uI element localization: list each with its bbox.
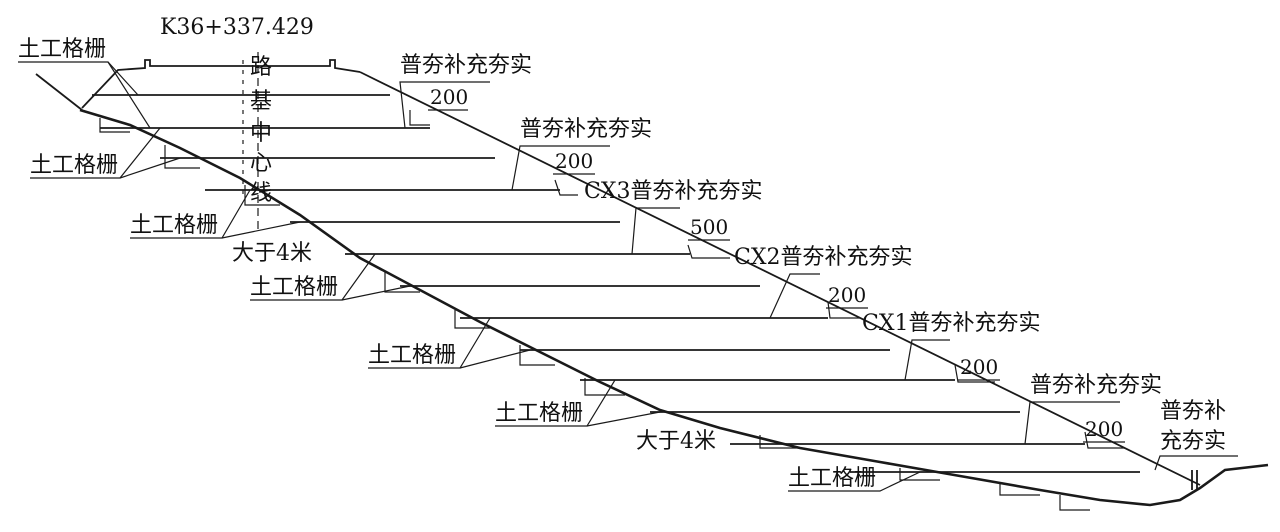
geogrid-leader bbox=[18, 61, 139, 96]
centerline-char: 中 bbox=[250, 121, 272, 146]
step-notch bbox=[519, 345, 555, 366]
greater-than-4m-label: 大于4米 bbox=[636, 429, 716, 454]
geogrid-leader bbox=[107, 61, 151, 129]
station-label: K36+337.429 bbox=[160, 15, 314, 40]
tamping-label: CX1普夯补充夯实 bbox=[862, 311, 1041, 336]
tamping-label: 普夯补充夯实 bbox=[400, 53, 532, 78]
upper-ground-extension bbox=[35, 73, 83, 111]
step-dim: 200 bbox=[960, 355, 998, 379]
step-dim: 500 bbox=[690, 215, 728, 239]
geogrid-label: 土工格栅 bbox=[18, 37, 106, 62]
tamping-label: 普夯补充夯实 bbox=[520, 117, 652, 142]
greater-than-4m-label: 大于4米 bbox=[232, 241, 312, 266]
tamping-leader bbox=[769, 273, 820, 319]
step-dim: 200 bbox=[555, 149, 593, 173]
step-notch bbox=[454, 310, 490, 329]
geogrid-leader bbox=[459, 349, 531, 369]
tamping-leader bbox=[1024, 401, 1120, 445]
step-notch bbox=[899, 468, 940, 481]
centerline-char: 线 bbox=[250, 181, 272, 206]
bench-step bbox=[954, 364, 995, 383]
geogrid-label: 土工格栅 bbox=[130, 213, 218, 238]
bench-step bbox=[409, 110, 430, 126]
step-notch bbox=[759, 435, 800, 449]
tamping-label: 普夯补充夯实 bbox=[1030, 373, 1162, 398]
geogrid-leader bbox=[221, 221, 301, 239]
geogrid-label: 土工格栅 bbox=[30, 153, 118, 178]
geogrid-callouts: 土工格栅 土工格栅 土工格栅 土工格栅 土工格栅 土工格栅 土工格栅 bbox=[18, 37, 921, 492]
embankment-side-slope bbox=[359, 71, 1201, 486]
tamping-leader bbox=[511, 145, 610, 191]
tamping-label-line: 普夯补 bbox=[1160, 399, 1226, 424]
step-notch bbox=[384, 272, 420, 293]
ground-step-notches bbox=[99, 118, 1090, 511]
geogrid-label: 土工格栅 bbox=[788, 466, 876, 491]
step-dim: 200 bbox=[1085, 417, 1123, 441]
tamping-leader bbox=[1154, 455, 1238, 471]
geogrid-label: 土工格栅 bbox=[368, 343, 456, 368]
step-dim: 200 bbox=[430, 85, 468, 109]
step-notch bbox=[1059, 495, 1090, 511]
original-ground-line bbox=[79, 108, 1269, 507]
bench-step bbox=[687, 244, 730, 259]
tamping-label-line: 充夯实 bbox=[1160, 429, 1226, 454]
centerline-char: 心 bbox=[250, 151, 272, 176]
geogrid-leader bbox=[119, 157, 181, 179]
embankment-top-surface bbox=[81, 59, 361, 109]
geogrid-label: 土工格栅 bbox=[250, 275, 338, 300]
step-notch bbox=[999, 483, 1040, 496]
step-notch bbox=[164, 145, 200, 169]
step-notch bbox=[584, 378, 625, 396]
tamping-leader bbox=[904, 339, 950, 381]
slope-benches bbox=[409, 110, 1125, 449]
centerline-label: 路 基 中 心 线 bbox=[250, 55, 272, 206]
tamping-label: CX2普夯补充夯实 bbox=[734, 245, 913, 270]
geogrid-leader bbox=[788, 471, 921, 492]
step-notch bbox=[244, 185, 280, 206]
step-dim: 200 bbox=[828, 283, 866, 307]
geogrid-label: 土工格栅 bbox=[495, 401, 583, 426]
tamping-leader bbox=[399, 81, 490, 129]
bench-step bbox=[827, 301, 860, 319]
centerline-char: 基 bbox=[250, 89, 272, 114]
tamping-leader bbox=[631, 207, 680, 255]
bench-step bbox=[554, 179, 578, 196]
step-notch bbox=[99, 118, 130, 133]
bench-step bbox=[1084, 431, 1125, 449]
tamping-callouts: 普夯补充夯实 200 普夯补充夯实 200 CX3普夯补充夯实 500 CX2普… bbox=[399, 53, 1238, 490]
geogrid-leader bbox=[586, 411, 661, 427]
centerline-char: 路 bbox=[250, 55, 272, 80]
tamping-label: CX3普夯补充夯实 bbox=[584, 179, 763, 204]
geogrid-leader bbox=[341, 285, 411, 301]
